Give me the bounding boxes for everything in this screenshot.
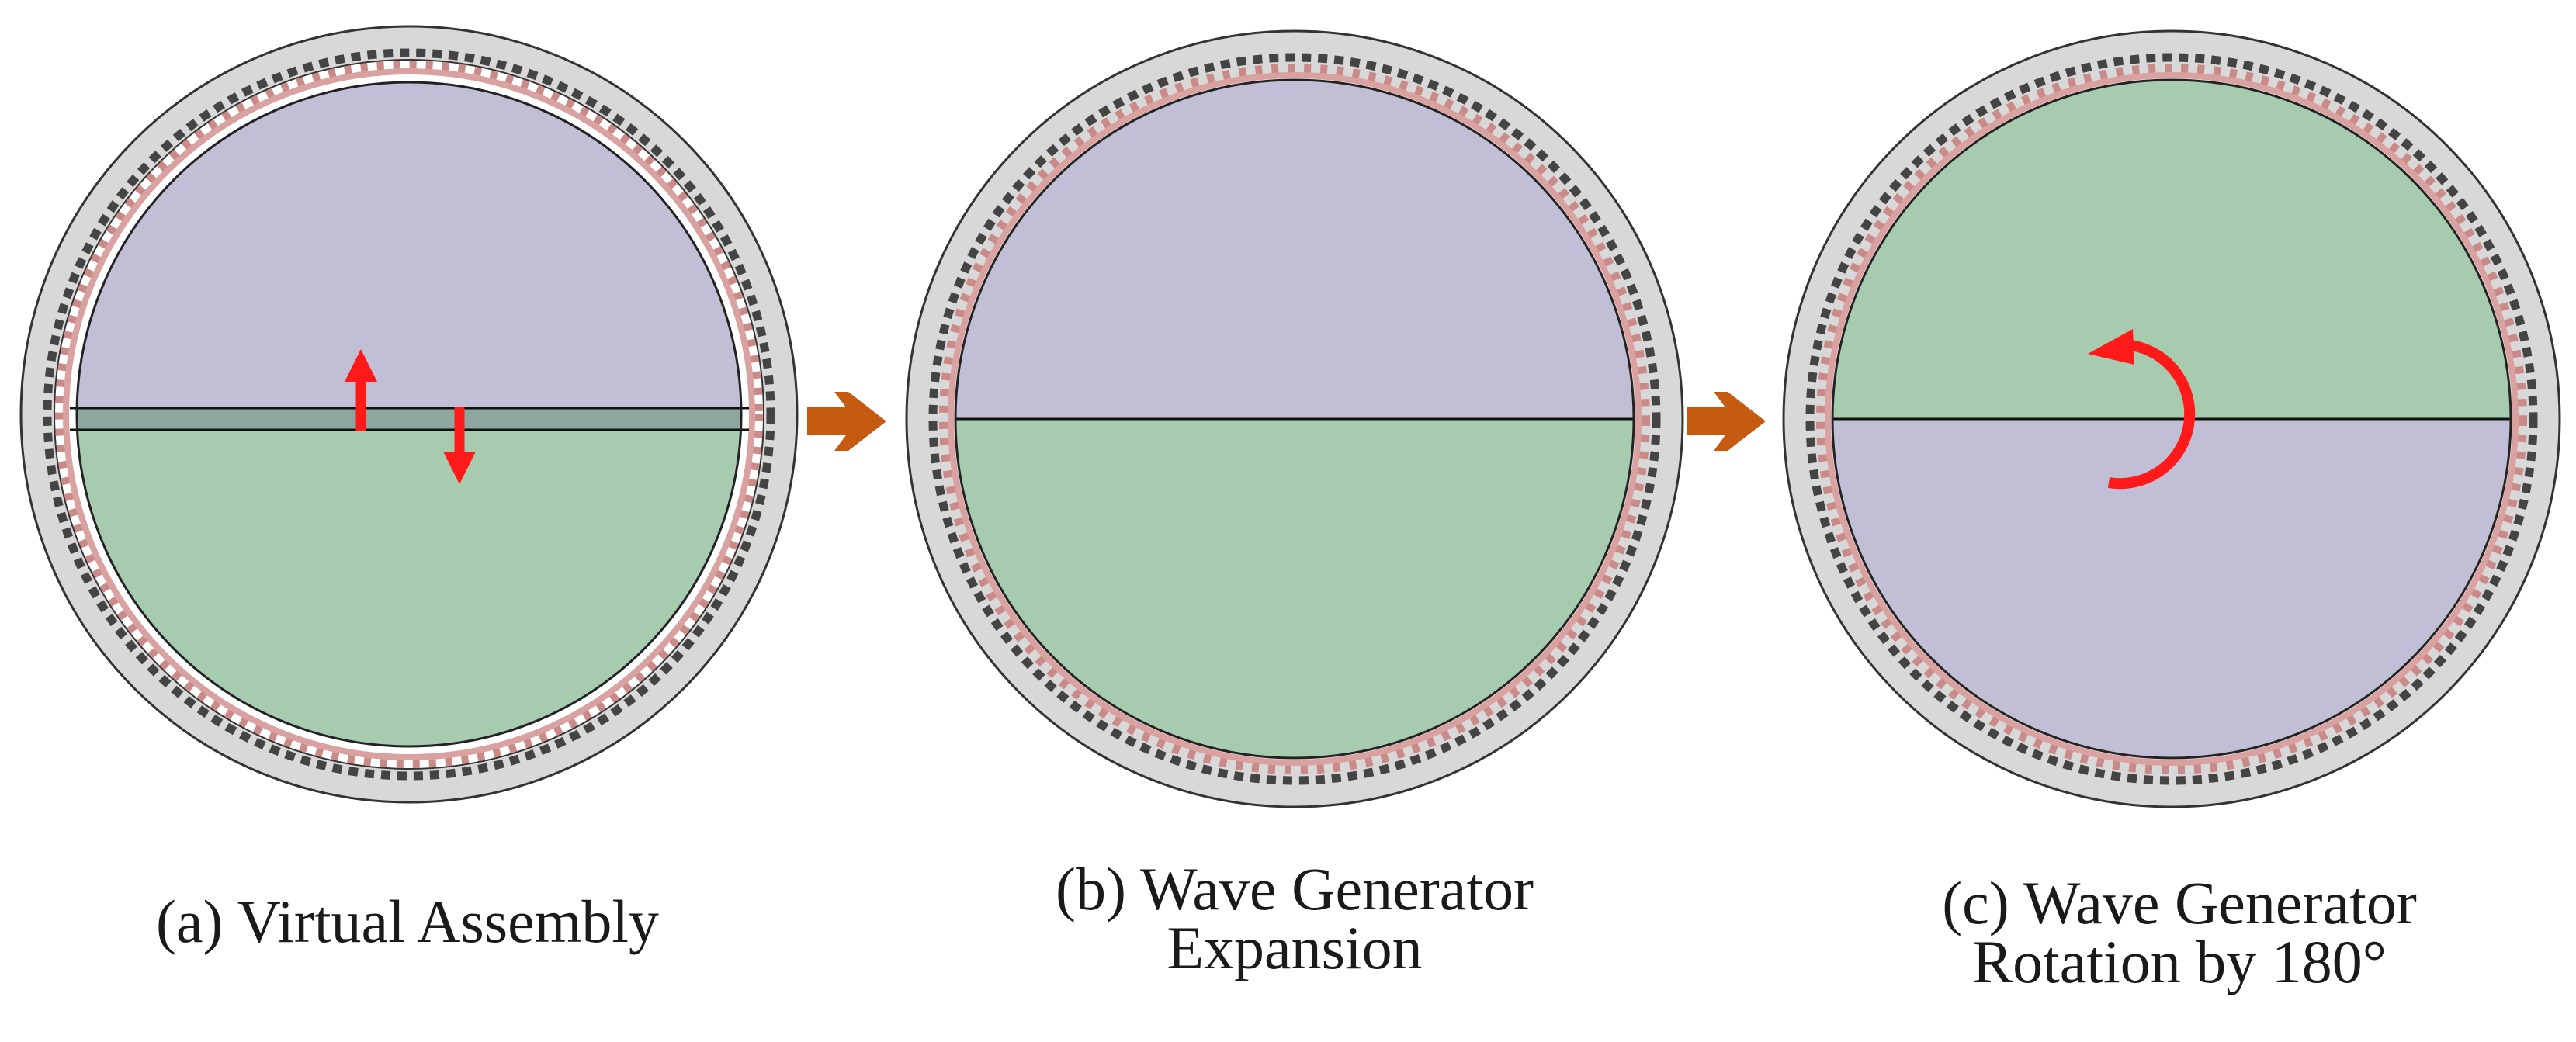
caption-c: (c) Wave Generator Rotation by 180° [1861,869,2498,995]
transition-arrow-icon [1687,392,1766,451]
internal-teeth-c [1805,53,2538,785]
internal-teeth-b [928,53,1661,785]
flexspline-teeth-c [1816,64,2527,774]
caption-a: (a) Virtual Assembly [89,888,726,955]
flexspline-teeth-a [55,61,763,768]
caption-b-line-2: Expansion [1167,914,1423,981]
panel-c-rotation [1782,29,2561,808]
caption-c-line-2: Rotation by 180° [1972,928,2387,995]
internal-teeth-a [43,48,775,781]
flexspline-teeth-b [939,64,1650,774]
panel-b-expansion [905,29,1684,808]
caption-c-line-1: (c) Wave Generator [1942,869,2417,936]
transition-arrow-icon [807,392,886,451]
assembly-gap-band [77,408,741,430]
caption-b-line-1: (b) Wave Generator [1056,855,1534,923]
down-arrow-icon [443,407,476,484]
caption-a-line-1: (a) Virtual Assembly [155,888,660,955]
rotation-arrow-icon [2088,329,2196,490]
caption-b: (b) Wave Generator Expansion [976,855,1613,981]
up-arrow-icon [345,349,377,431]
panel-a-virtual-assembly [19,25,799,804]
